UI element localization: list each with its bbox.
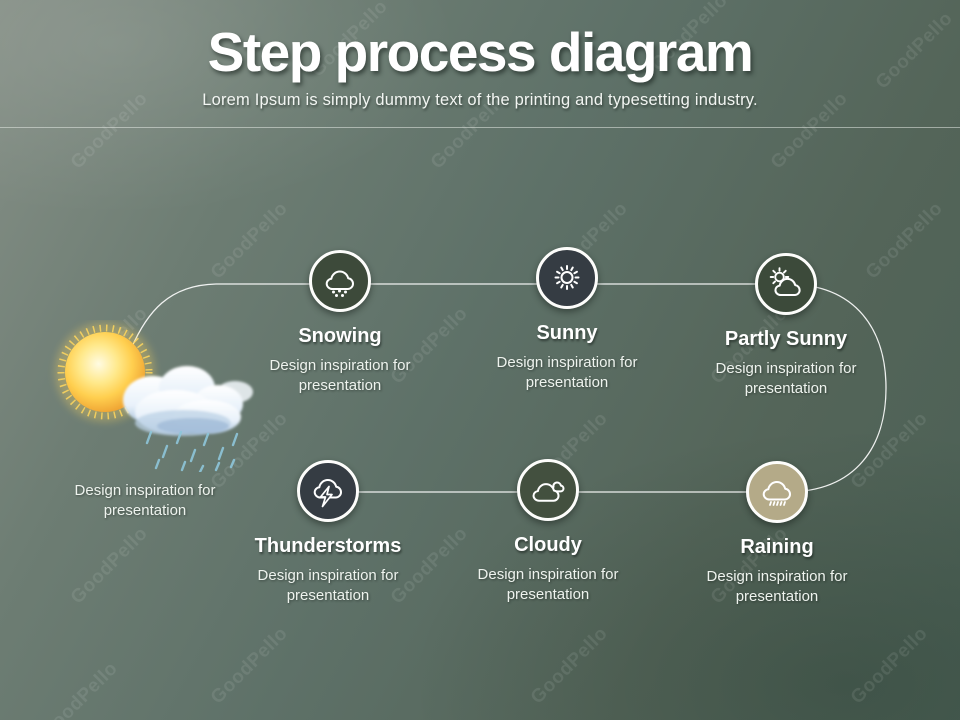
- watermark: GoodPello: [66, 523, 152, 609]
- weather-feature: Design inspiration for presentation: [35, 320, 255, 522]
- watermark: GoodPello: [206, 623, 292, 709]
- step-circle: [755, 253, 817, 315]
- step-description: Design inspiration for presentation: [269, 357, 411, 395]
- step-snowing: Snowing Design inspiration for presentat…: [240, 250, 440, 397]
- step-description: Design inspiration for presentation: [715, 360, 857, 398]
- storm-cloud-icon: [313, 479, 342, 508]
- sun-behind-cloud-icon: [769, 267, 801, 297]
- watermark: GoodPello: [36, 658, 122, 720]
- rain-cloud-icon: [762, 481, 791, 506]
- watermark: GoodPello: [526, 623, 612, 709]
- step-raining: Raining Design inspiration for presentat…: [677, 461, 877, 608]
- step-label: Snowing: [298, 325, 382, 347]
- step-cloudy: Cloudy Design inspiration for presentati…: [448, 459, 648, 606]
- sun-icon: [554, 265, 580, 290]
- step-circle: [536, 247, 598, 309]
- step-circle: [517, 459, 579, 521]
- page-title: Step process diagram: [207, 21, 754, 83]
- step-label: Thunderstorms: [254, 535, 402, 557]
- step-description: Design inspiration for presentation: [257, 567, 399, 605]
- step-description: Design inspiration for presentation: [477, 566, 619, 604]
- header-divider: [0, 127, 960, 128]
- sun-rain-cloud-illustration: [55, 322, 253, 474]
- snow-cloud-icon: [325, 270, 354, 297]
- step-circle: [309, 250, 371, 312]
- step-circle: [297, 460, 359, 522]
- step-partly-sunny: Partly Sunny Design inspiration for pres…: [686, 253, 886, 400]
- step-label: Cloudy: [514, 534, 582, 556]
- step-label: Raining: [740, 536, 814, 558]
- watermark: GoodPello: [846, 623, 932, 709]
- step-description: Design inspiration for presentation: [706, 568, 848, 606]
- feature-caption: Design inspiration for presentation: [74, 482, 216, 520]
- step-label: Partly Sunny: [724, 328, 848, 350]
- step-label: Sunny: [536, 322, 598, 344]
- page-subtitle: Lorem Ipsum is simply dummy text of the …: [202, 91, 758, 109]
- step-sunny: Sunny Design inspiration for presentatio…: [467, 247, 667, 394]
- step-thunderstorms: Thunderstorms Design inspiration for pre…: [228, 460, 428, 607]
- step-description: Design inspiration for presentation: [496, 354, 638, 392]
- clouds-icon: [532, 481, 565, 502]
- step-circle: [746, 461, 808, 523]
